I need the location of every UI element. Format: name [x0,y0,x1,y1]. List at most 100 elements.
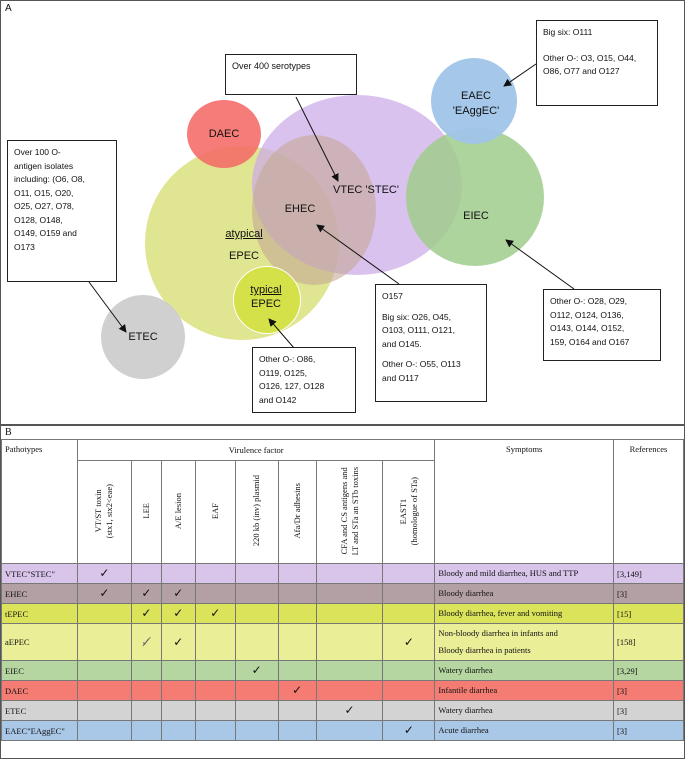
row-reference: [3,29] [613,660,684,681]
row-mark [277,603,317,624]
factor-text: EAST1 [397,498,408,524]
etec-line: including: (O6, O8, [14,174,85,184]
daec-circle [187,100,261,168]
row-symptoms: Watery diarrhea [434,660,614,681]
header-virulence-factor: Virulence factor [76,439,436,461]
table-row: ETEC✓Watery diarrhea[3] [1,700,684,721]
factor-text: (homologue of STa) [408,476,419,546]
row-symptoms: Acute diarrhea [434,720,614,741]
row-mark [315,680,384,701]
row-mark: ✓ [160,623,196,661]
row-mark [234,623,279,661]
row-mark: ✓ [234,660,279,681]
eiec-other-line: 159, O164 and O167 [550,336,630,347]
row-mark [234,700,279,721]
row-mark [130,680,162,701]
factor-text: Afa/Dr adhesins [291,483,302,539]
row-pathotype: VTEC"STEC" [1,563,78,584]
epec-box: Other O-: O86, O119, O125, O126, 127, O1… [252,347,356,413]
eaec-label-line1: EAEC [461,90,491,102]
header-pathotypes: Pathotypes [1,439,78,564]
row-symptoms: Watery diarrhea [434,700,614,721]
row-mark [382,583,436,604]
daec-label: DAEC [208,128,240,140]
table-row: aEPEC✓̸✓✓Non-bloody diarrhea in infants … [1,623,684,661]
factor-text: VT/ST toxin [93,489,104,533]
row-reference: [3] [613,583,684,604]
row-mark [382,660,436,681]
eaec-circle [431,58,517,144]
row-mark [315,660,384,681]
row-mark: ✓̸ [130,623,162,661]
etec-line: antigen isolates [14,160,74,171]
row-symptoms: Infantile diarrhea [434,680,614,701]
factor-eaf: EAF [194,460,236,564]
row-pathotype: aEPEC [1,623,78,661]
row-mark [130,720,162,741]
row-mark [160,660,196,681]
symptom-line: Acute diarrhea [438,725,489,735]
row-mark [194,720,236,741]
row-mark: ✓ [160,603,196,624]
ehec-bigsix-line: and O145. [382,338,422,349]
row-mark [76,603,132,624]
panel-a: A DAEC VTEC 'STEC' EHEC EIEC EAEC 'EAggE… [0,0,685,426]
row-mark [194,623,236,661]
row-pathotype: DAEC [1,680,78,701]
table-row: EIEC✓Watery diarrhea[3,29] [1,660,684,681]
symptom-line: Infantile diarrhea [438,685,498,695]
atypical-label-line1: atypical [225,228,263,240]
symptom-line: Non-bloody diarrhea in infants and [438,628,558,638]
row-mark: ✓ [277,680,317,701]
etec-box: Over 100 O- antigen isolates including: … [7,140,117,282]
table-row: DAEC✓Infantile diarrhea[3] [1,680,684,701]
eiec-circle [406,128,544,266]
etec-line: Over 100 O- [14,147,61,157]
header-symptoms: Symptoms [434,439,614,564]
symptom-line: Watery diarrhea [438,705,493,715]
etec-line: O25, O27, O78, [14,201,75,211]
eiec-other-line: O112, O124, O136, [550,309,624,320]
row-mark [234,680,279,701]
epec-other-line: Other O-: O86, [259,354,316,364]
factor-inv-plasmid: 220 kb (inv) plasmid [234,460,279,564]
ehec-o157: O157 [382,291,403,301]
eiec-box: Other O-: O28, O29, O112, O124, O136, O1… [543,289,661,361]
row-mark [382,680,436,701]
row-mark [277,563,317,584]
row-mark [194,660,236,681]
row-mark [130,660,162,681]
row-mark [76,720,132,741]
eaec-other-2: O86, O77 and O127 [543,66,620,76]
ehec-bigsix-line: Big six: O26, O45, [382,311,451,322]
row-mark [234,583,279,604]
row-mark [160,563,196,584]
factor-vt-st-toxin: VT/ST toxin(stx1, stx2<eae) [76,460,132,564]
atypical-label-line2: EPEC [229,250,259,262]
row-mark [382,603,436,624]
ehec-bigsix-line: O103, O111, O121, [382,325,455,335]
epec-other-line: O126, 127, O128 [259,381,325,391]
etec-line: O173 [14,241,35,252]
epec-other-line: O119, O125, [259,367,308,378]
row-mark [234,563,279,584]
typical-label-line1: typical [250,284,282,296]
factor-text: LT and STa an STb toxins [349,466,360,556]
factor-text: EAF [209,502,220,520]
row-mark [277,720,317,741]
factor-lee: LEE [130,460,162,564]
panel-a-label: A [5,3,12,14]
row-reference: [3] [613,720,684,741]
row-mark [76,623,132,661]
table-row: EAEC"EAggEC"✓Acute diarrhea[3] [1,720,684,741]
row-mark [76,660,132,681]
vtec-label: VTEC 'STEC' [333,184,399,196]
row-mark [130,563,162,584]
symptom-line: Watery diarrhea [438,665,493,675]
row-mark: ✓ [382,720,436,741]
table-row: tEPEC✓✓✓Bloody diarrhea, fever and vomit… [1,603,684,624]
panel-b: B Pathotypes Virulence factor Symptoms R… [0,424,685,759]
ehec-other-line: and O117 [382,372,419,383]
